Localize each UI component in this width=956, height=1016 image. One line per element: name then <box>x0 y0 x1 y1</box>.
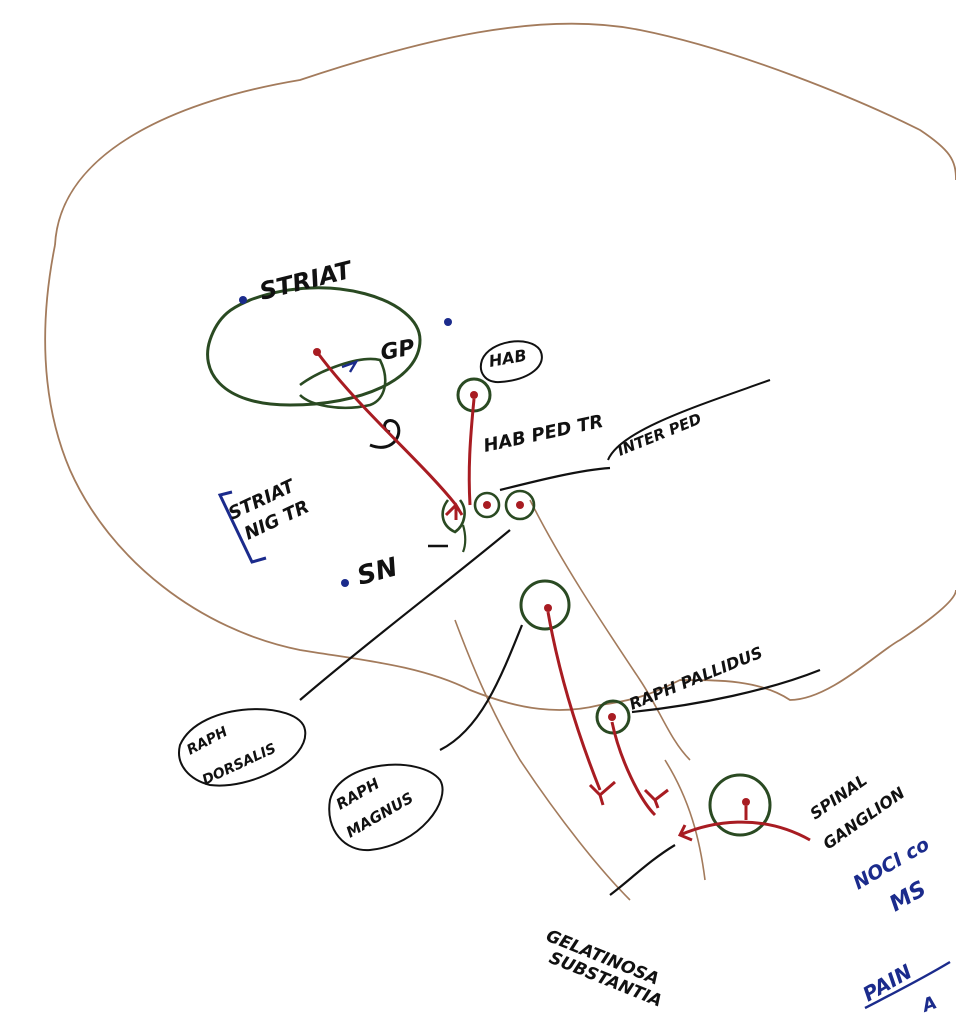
raphe-magnus-dot <box>544 604 552 612</box>
label-gp: GP <box>379 335 417 366</box>
spinal-ganglion-circle <box>710 775 770 835</box>
gp-dot <box>444 318 452 326</box>
raphe-magnus-circle <box>521 581 569 629</box>
brain-outline <box>55 24 956 245</box>
label-sn: SN <box>354 552 401 592</box>
sn-arc <box>443 500 465 532</box>
label-inter-ped: INTER PED <box>615 410 704 460</box>
sn-red-arrow <box>446 505 462 520</box>
gelatinosa-pointer <box>610 845 675 895</box>
habenula-dot <box>470 391 478 399</box>
brainstem-left <box>455 620 630 900</box>
spinal-ganglion-dot <box>742 798 750 806</box>
magnus-fork <box>590 782 615 805</box>
interpeduncular-dot <box>483 501 491 509</box>
brainstem-right <box>530 500 690 760</box>
label-pain: PAIN <box>859 959 917 1006</box>
spinal-ganglion-axon <box>680 822 810 840</box>
striatum-red-dot <box>313 348 321 356</box>
label-hab: HAB <box>487 346 528 371</box>
brain-outline-lower <box>45 245 956 710</box>
spinal-right <box>665 760 705 880</box>
striat-nig-hook <box>370 421 399 448</box>
habenulo-peduncular-tract <box>469 399 474 505</box>
raphe-pallidus-tract <box>612 722 655 815</box>
striat-dot <box>239 296 247 304</box>
label-bottom-fragment: A <box>918 992 940 1016</box>
inter-ped-pointer <box>500 468 610 490</box>
label-ms: MS <box>886 877 931 918</box>
label-hab-ped-tr: HAB PED TR <box>482 411 606 457</box>
sn-dot <box>341 579 349 587</box>
raphe-magnus-tract <box>548 612 600 790</box>
sn-bracket <box>463 525 465 552</box>
raphe-pallidus-dot <box>608 713 616 721</box>
raph-dorsalis-pointer <box>300 530 510 700</box>
raph-magnus-pointer <box>440 625 522 750</box>
label-striat: STRIAT <box>257 256 356 306</box>
raphe-dorsalis-dot <box>516 501 524 509</box>
